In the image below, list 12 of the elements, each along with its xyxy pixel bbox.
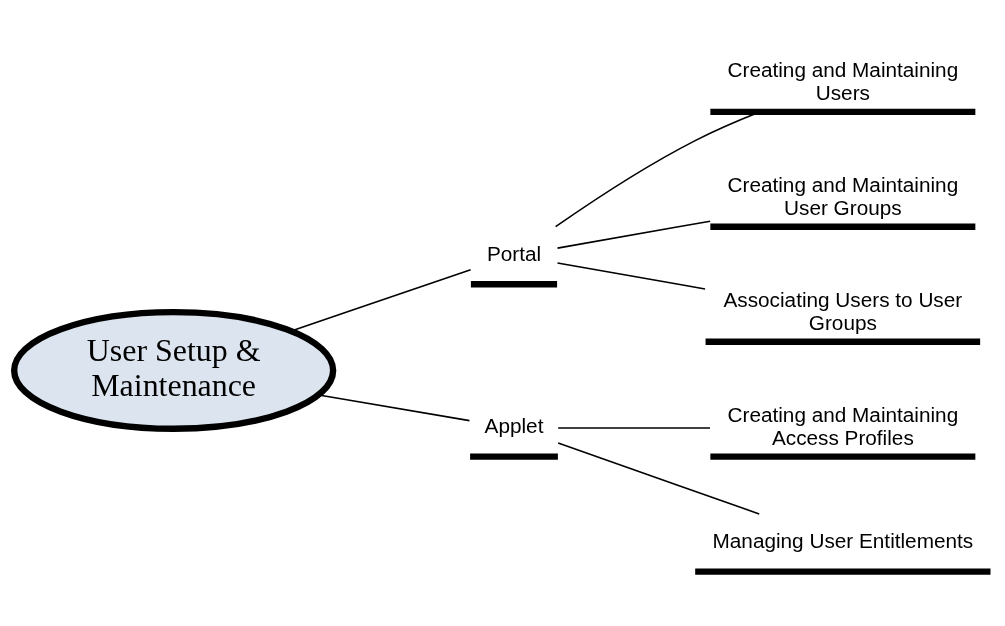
node-text: Creating and Maintaining Access Profiles	[727, 403, 959, 449]
node-text: Portal	[486, 241, 542, 265]
connector	[557, 442, 760, 515]
connector	[557, 427, 711, 429]
node-text: Applet	[484, 414, 544, 438]
node-text: Creating and Maintaining Users	[727, 58, 959, 104]
node-text: Managing User Entitlements	[712, 529, 974, 553]
node-text: Associating Users to User Groups	[723, 288, 963, 334]
connector	[556, 262, 706, 290]
node-text: Creating and Maintaining User Groups	[727, 173, 959, 219]
connector	[556, 220, 711, 249]
node-ellipse: User Setup & Maintenance	[10, 308, 337, 432]
